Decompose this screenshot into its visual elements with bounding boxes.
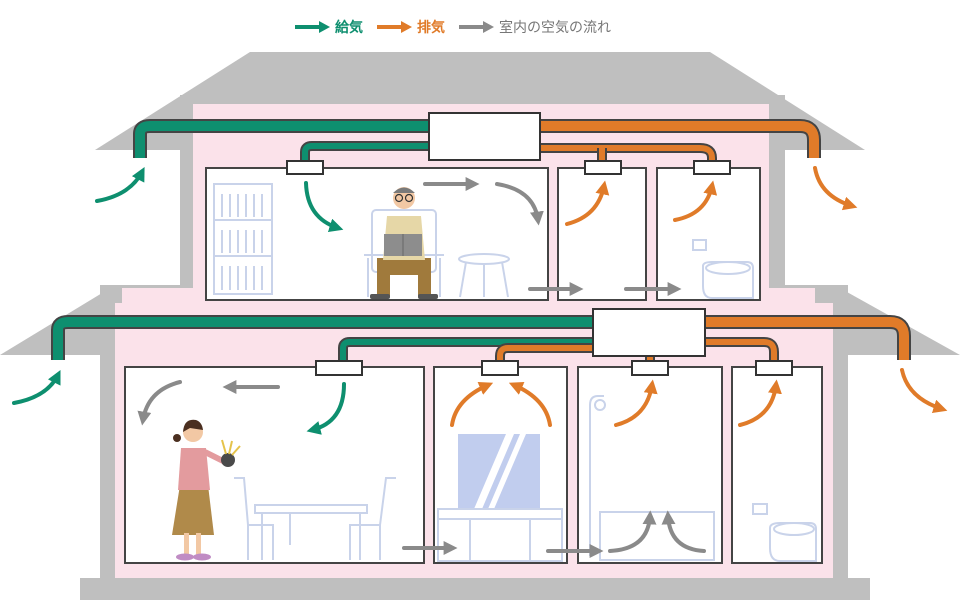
lower-supply-duct [53, 317, 594, 360]
vent-study [286, 160, 324, 175]
exhaust-arrows [450, 166, 948, 427]
lower-exhaust-washroom [497, 345, 594, 364]
right-eave-gap [815, 285, 833, 303]
side-table [458, 253, 510, 298]
vent-grilles [286, 160, 793, 376]
exhaust-bath-arrow [614, 379, 658, 427]
left-eave-gap [100, 285, 122, 303]
legend-supply-label: 給気 [335, 20, 363, 36]
gray-arrow-icon [459, 21, 494, 33]
legend-supply: 給気 [295, 17, 363, 37]
supply-living-arrow [306, 382, 346, 435]
vent-washroom [481, 360, 519, 376]
supply-intake-arrow-lower [12, 369, 61, 405]
exhaust-lower-toilet-arrow [738, 379, 782, 427]
legend-flow-label: 室内の空気の流れ [499, 20, 611, 36]
legend-flow: 室内の空気の流れ [459, 17, 611, 37]
ground [80, 578, 870, 600]
lower-ventilation-unit [592, 308, 706, 357]
upper-supply-branch [302, 143, 430, 165]
exhaust-out-arrow-upper [813, 166, 858, 211]
exhaust-toilet-arrow [673, 180, 718, 222]
exhaust-washroom-arrow-right [508, 381, 552, 427]
flow-study-curve [495, 182, 544, 226]
lower-toilet-fixture [752, 503, 817, 562]
flow-bath-up-right [661, 510, 706, 553]
upper-exhaust-duct [540, 121, 819, 158]
upper-ventilation-unit [428, 112, 541, 161]
upper-toilet-fixture [692, 239, 754, 299]
legend-exhaust-label: 排気 [417, 20, 445, 36]
legend: 給気 排気 室内の空気の流れ [295, 14, 611, 40]
orange-arrow-icon [377, 21, 412, 33]
room-upper-toilet [656, 167, 761, 301]
room-lower-toilet [731, 366, 823, 564]
vent-upper-toilet [693, 160, 731, 175]
upper-duct-system [133, 112, 821, 165]
flow-bath-up-left [608, 510, 657, 553]
upper-supply-duct [135, 121, 430, 158]
indoor-flow-arrows [137, 177, 706, 558]
exhaust-out-arrow-lower [900, 368, 948, 414]
upper-exhaust-branch [540, 145, 715, 165]
dining-set [234, 477, 396, 560]
lower-exhaust-duct [705, 317, 909, 360]
exhaust-closet-arrow [565, 180, 610, 226]
vent-upper-closet [584, 160, 622, 175]
lower-duct-system [51, 308, 911, 364]
green-arrow-icon [295, 21, 330, 33]
vent-bathroom [631, 360, 669, 376]
woman-with-plant [172, 419, 241, 561]
supply-intake-arrow-upper [95, 167, 145, 203]
reading-man [370, 187, 438, 299]
exhaust-washroom-arrow-left [450, 381, 494, 427]
bookshelf [213, 183, 273, 295]
supply-study-arrow [304, 181, 344, 233]
supply-arrows [12, 167, 346, 435]
vent-lower-toilet [755, 360, 793, 376]
lower-exhaust-branch [705, 339, 777, 364]
lower-supply-branch [340, 339, 594, 364]
vent-living [315, 360, 363, 376]
flow-living-curve [137, 380, 182, 426]
washroom-vanity [437, 434, 563, 562]
legend-exhaust: 排気 [377, 17, 445, 37]
bathroom-fixture [589, 395, 715, 561]
